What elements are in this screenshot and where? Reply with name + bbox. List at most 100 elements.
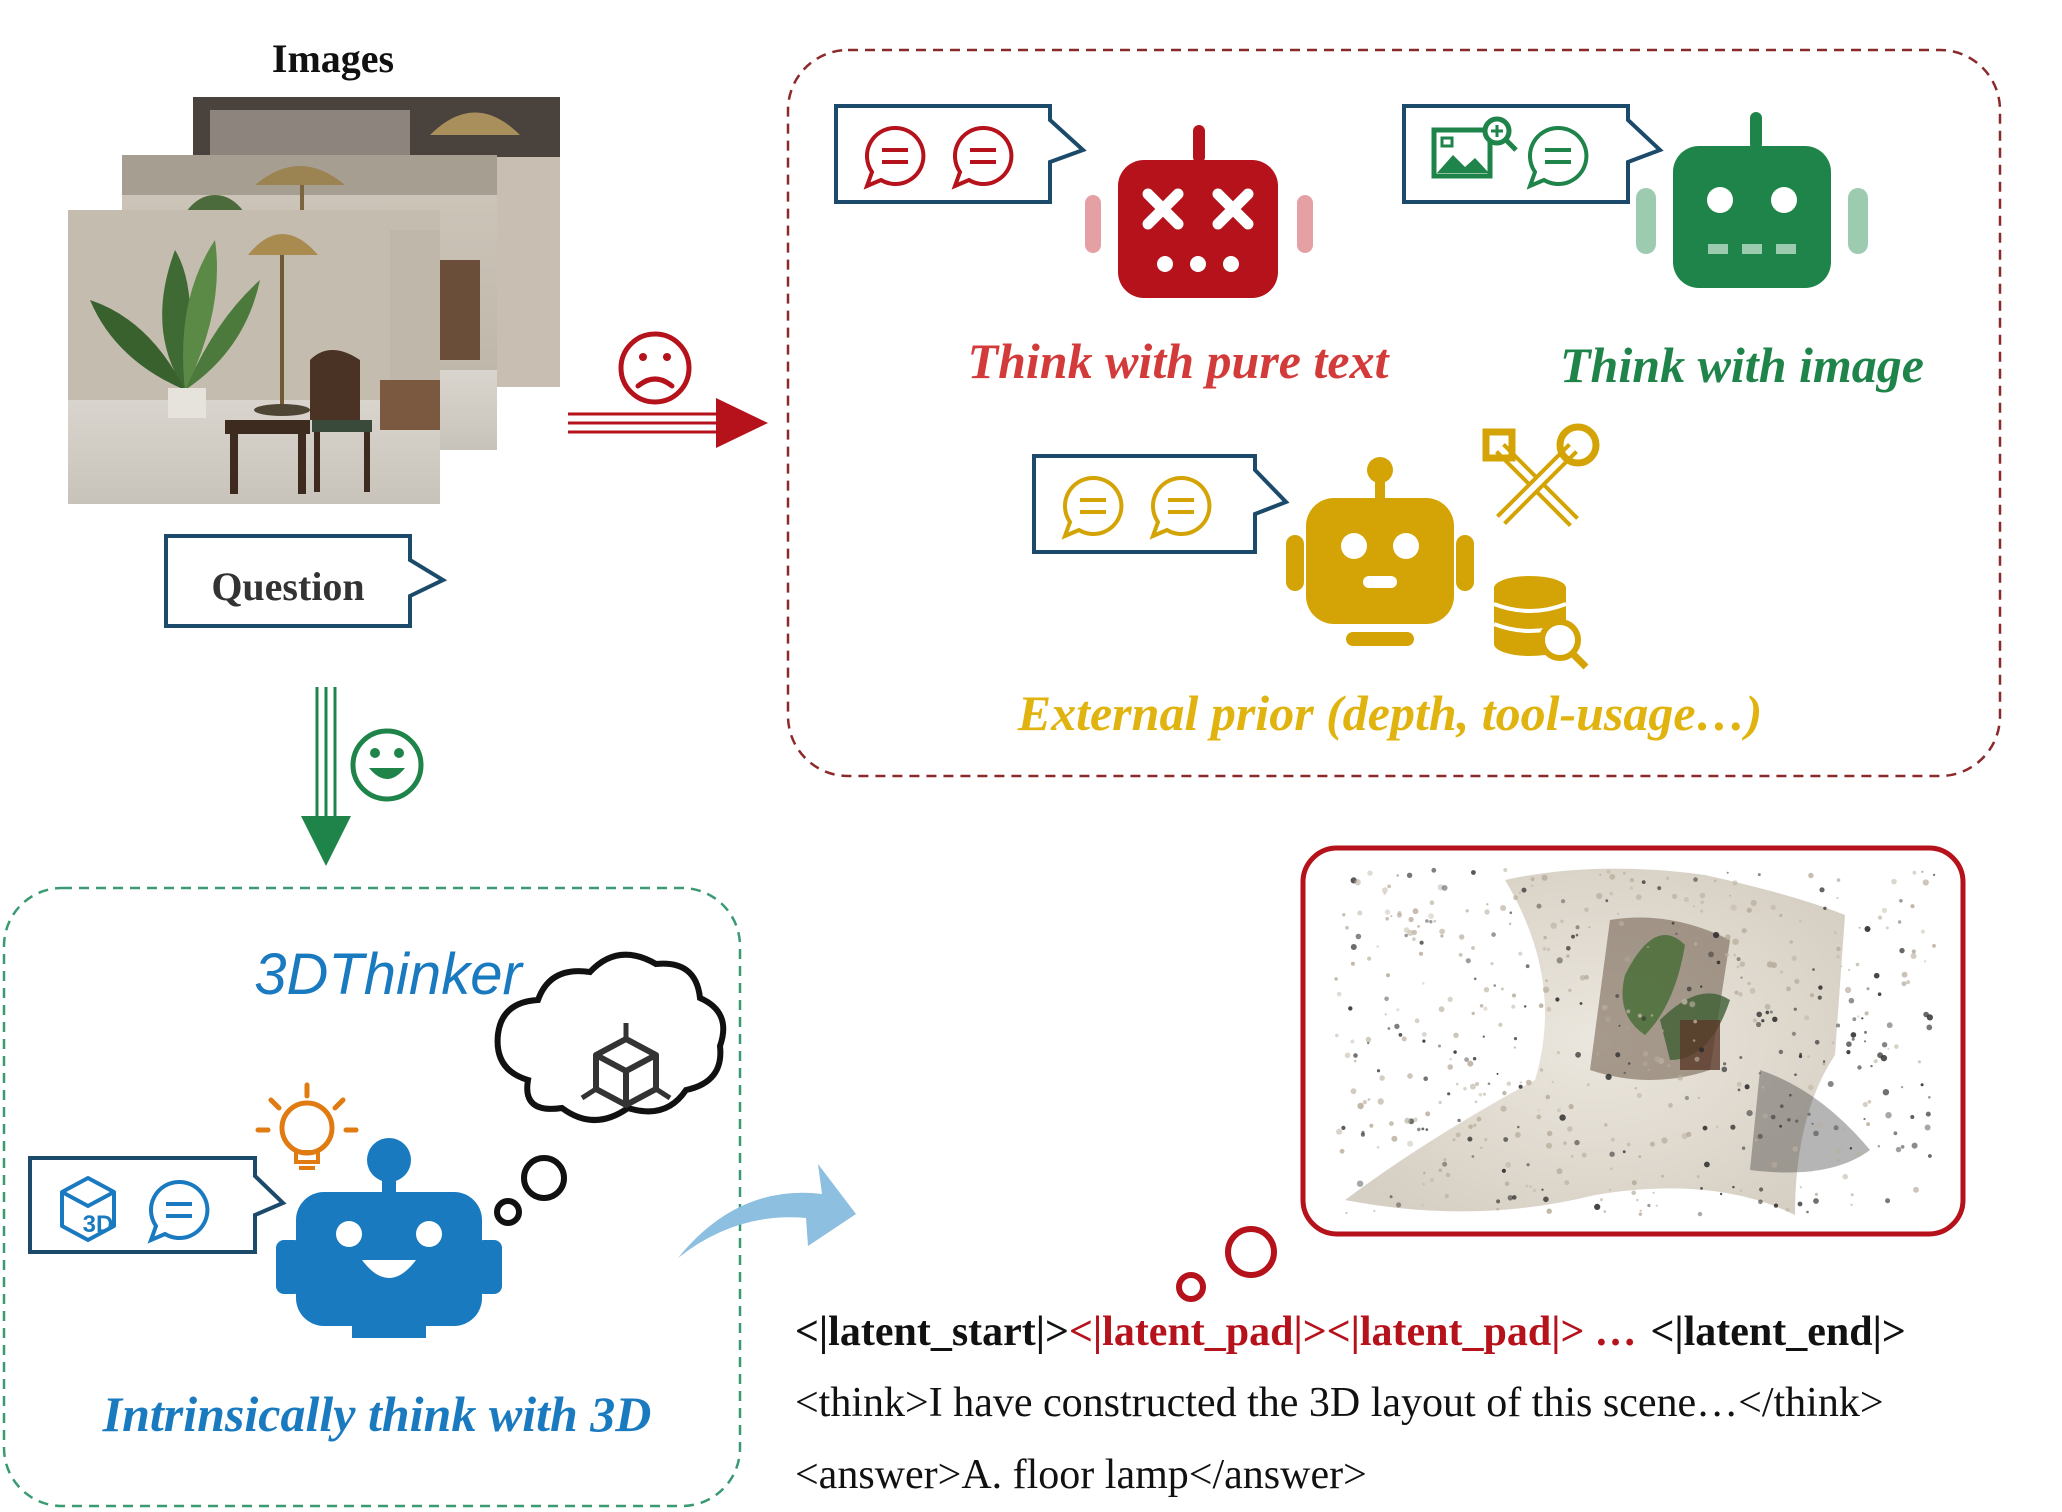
point-cloud-dot (1546, 947, 1551, 952)
point-cloud-dot (1744, 1084, 1750, 1090)
point-cloud-dot (1836, 946, 1841, 952)
point-cloud-dot (1786, 986, 1791, 992)
point-cloud-dot (1924, 960, 1927, 963)
image-stack (68, 97, 560, 504)
point-cloud-dot (1501, 1168, 1506, 1173)
point-cloud-dot (1536, 903, 1542, 909)
point-cloud-dot (1384, 996, 1389, 1002)
point-cloud-dot (1729, 894, 1732, 897)
point-cloud-dot (1440, 934, 1444, 938)
point-cloud-dot (1546, 1142, 1552, 1149)
point-cloud-dot (1418, 951, 1424, 956)
point-cloud-dot (1732, 938, 1739, 945)
point-cloud-dot (1741, 928, 1747, 934)
point-cloud-dot (1429, 1177, 1434, 1183)
point-cloud-dot (1901, 1086, 1904, 1089)
point-cloud-dot (1708, 951, 1714, 958)
point-cloud-dot (1877, 1052, 1883, 1059)
point-cloud-dot (1741, 1146, 1746, 1150)
point-cloud-dot (1926, 1024, 1933, 1031)
point-cloud-dot (1893, 1131, 1898, 1136)
method-caption: Intrinsically think with 3D (102, 1386, 652, 1442)
point-cloud-dot (1566, 954, 1570, 958)
point-cloud-dot (1609, 873, 1616, 880)
point-cloud-dot (1525, 1184, 1529, 1188)
point-cloud-dot (1423, 1171, 1426, 1175)
point-cloud-dot (1807, 1084, 1814, 1091)
point-cloud-dot (1867, 1100, 1872, 1104)
point-cloud-dot (1511, 1004, 1516, 1009)
point-cloud-dot (1736, 1081, 1742, 1087)
point-cloud-dot (1924, 1124, 1931, 1131)
point-cloud-dot (1699, 1047, 1705, 1053)
point-cloud-dot (1794, 978, 1800, 984)
point-cloud-dot (1353, 1053, 1358, 1058)
point-cloud-dot (1513, 1037, 1518, 1041)
point-cloud-dot (1356, 1180, 1364, 1187)
point-cloud-dot (1357, 1102, 1364, 1110)
point-cloud-dot (1900, 1145, 1905, 1149)
thought-cloud-icon (494, 951, 727, 1226)
point-cloud-dot (1571, 934, 1575, 939)
point-cloud-dot (1353, 1059, 1357, 1063)
point-cloud-dot (1877, 992, 1882, 996)
point-cloud-dot (1438, 1006, 1445, 1013)
point-cloud-dot (1885, 1198, 1891, 1204)
point-cloud-dot (1425, 1111, 1431, 1117)
point-cloud-dot (1469, 1083, 1476, 1090)
happy-face-icon (350, 728, 424, 802)
point-cloud-dot (1779, 1124, 1783, 1128)
point-cloud-dot (1382, 887, 1388, 894)
cube-3d-icon (580, 1023, 672, 1108)
pure-text-label: Think with pure text (968, 333, 1391, 389)
point-cloud-dot (1387, 884, 1391, 889)
point-cloud-dot (1334, 977, 1338, 981)
point-cloud-dot (1671, 921, 1675, 925)
point-cloud-dot (1737, 1088, 1741, 1092)
point-cloud-dot (1764, 1003, 1771, 1010)
point-cloud-dot (1538, 1109, 1541, 1112)
point-cloud-dot (1757, 1133, 1763, 1139)
point-cloud-dot (1809, 993, 1815, 998)
point-cloud-dot (1367, 956, 1372, 961)
point-cloud-dot (1387, 1027, 1391, 1030)
point-cloud-dot (1473, 977, 1477, 981)
point-cloud-dot (1404, 933, 1408, 938)
point-cloud-dot (1377, 1098, 1384, 1105)
point-cloud-dot (1471, 870, 1476, 875)
point-cloud-dot (1362, 1100, 1368, 1105)
baseline-arrow (568, 398, 768, 448)
point-cloud-dot (1480, 1146, 1483, 1150)
chat-bubble-icon (1526, 125, 1589, 190)
point-cloud-dot (1693, 942, 1698, 946)
point-cloud-dot (1910, 904, 1915, 909)
point-cloud-dot (1525, 1079, 1532, 1086)
point-cloud-dot (1471, 1011, 1475, 1016)
point-cloud-dot (1631, 1180, 1637, 1186)
point-cloud-dot (1618, 920, 1625, 927)
point-cloud-dot (1911, 1142, 1918, 1149)
point-cloud-dot (1455, 1132, 1461, 1138)
point-cloud-dot (1780, 1104, 1784, 1108)
point-cloud-dot (1747, 981, 1751, 986)
point-cloud-dot (1715, 1125, 1719, 1129)
point-cloud-dot (1635, 894, 1642, 900)
point-cloud-dot (1473, 1123, 1477, 1128)
point-cloud-dot (1396, 1008, 1400, 1012)
point-cloud-dot (1421, 1032, 1427, 1037)
point-cloud-dot (1661, 1029, 1665, 1033)
point-cloud-dot (1610, 1167, 1613, 1170)
point-cloud-dot (1367, 870, 1373, 876)
point-cloud-dot (1846, 1041, 1852, 1047)
point-cloud-dot (1719, 1192, 1723, 1196)
point-cloud-dot (1465, 909, 1469, 913)
point-cloud-dot (1575, 933, 1579, 937)
point-cloud-dot (1643, 1051, 1649, 1057)
point-cloud-dot (1442, 1161, 1448, 1167)
point-cloud-dot (1689, 1001, 1696, 1008)
point-cloud-dot (1386, 973, 1390, 978)
point-cloud-dot (1486, 903, 1489, 906)
point-cloud-dot (1779, 913, 1783, 918)
point-cloud-dot (1438, 1100, 1442, 1105)
point-cloud-dot (1421, 1127, 1425, 1131)
